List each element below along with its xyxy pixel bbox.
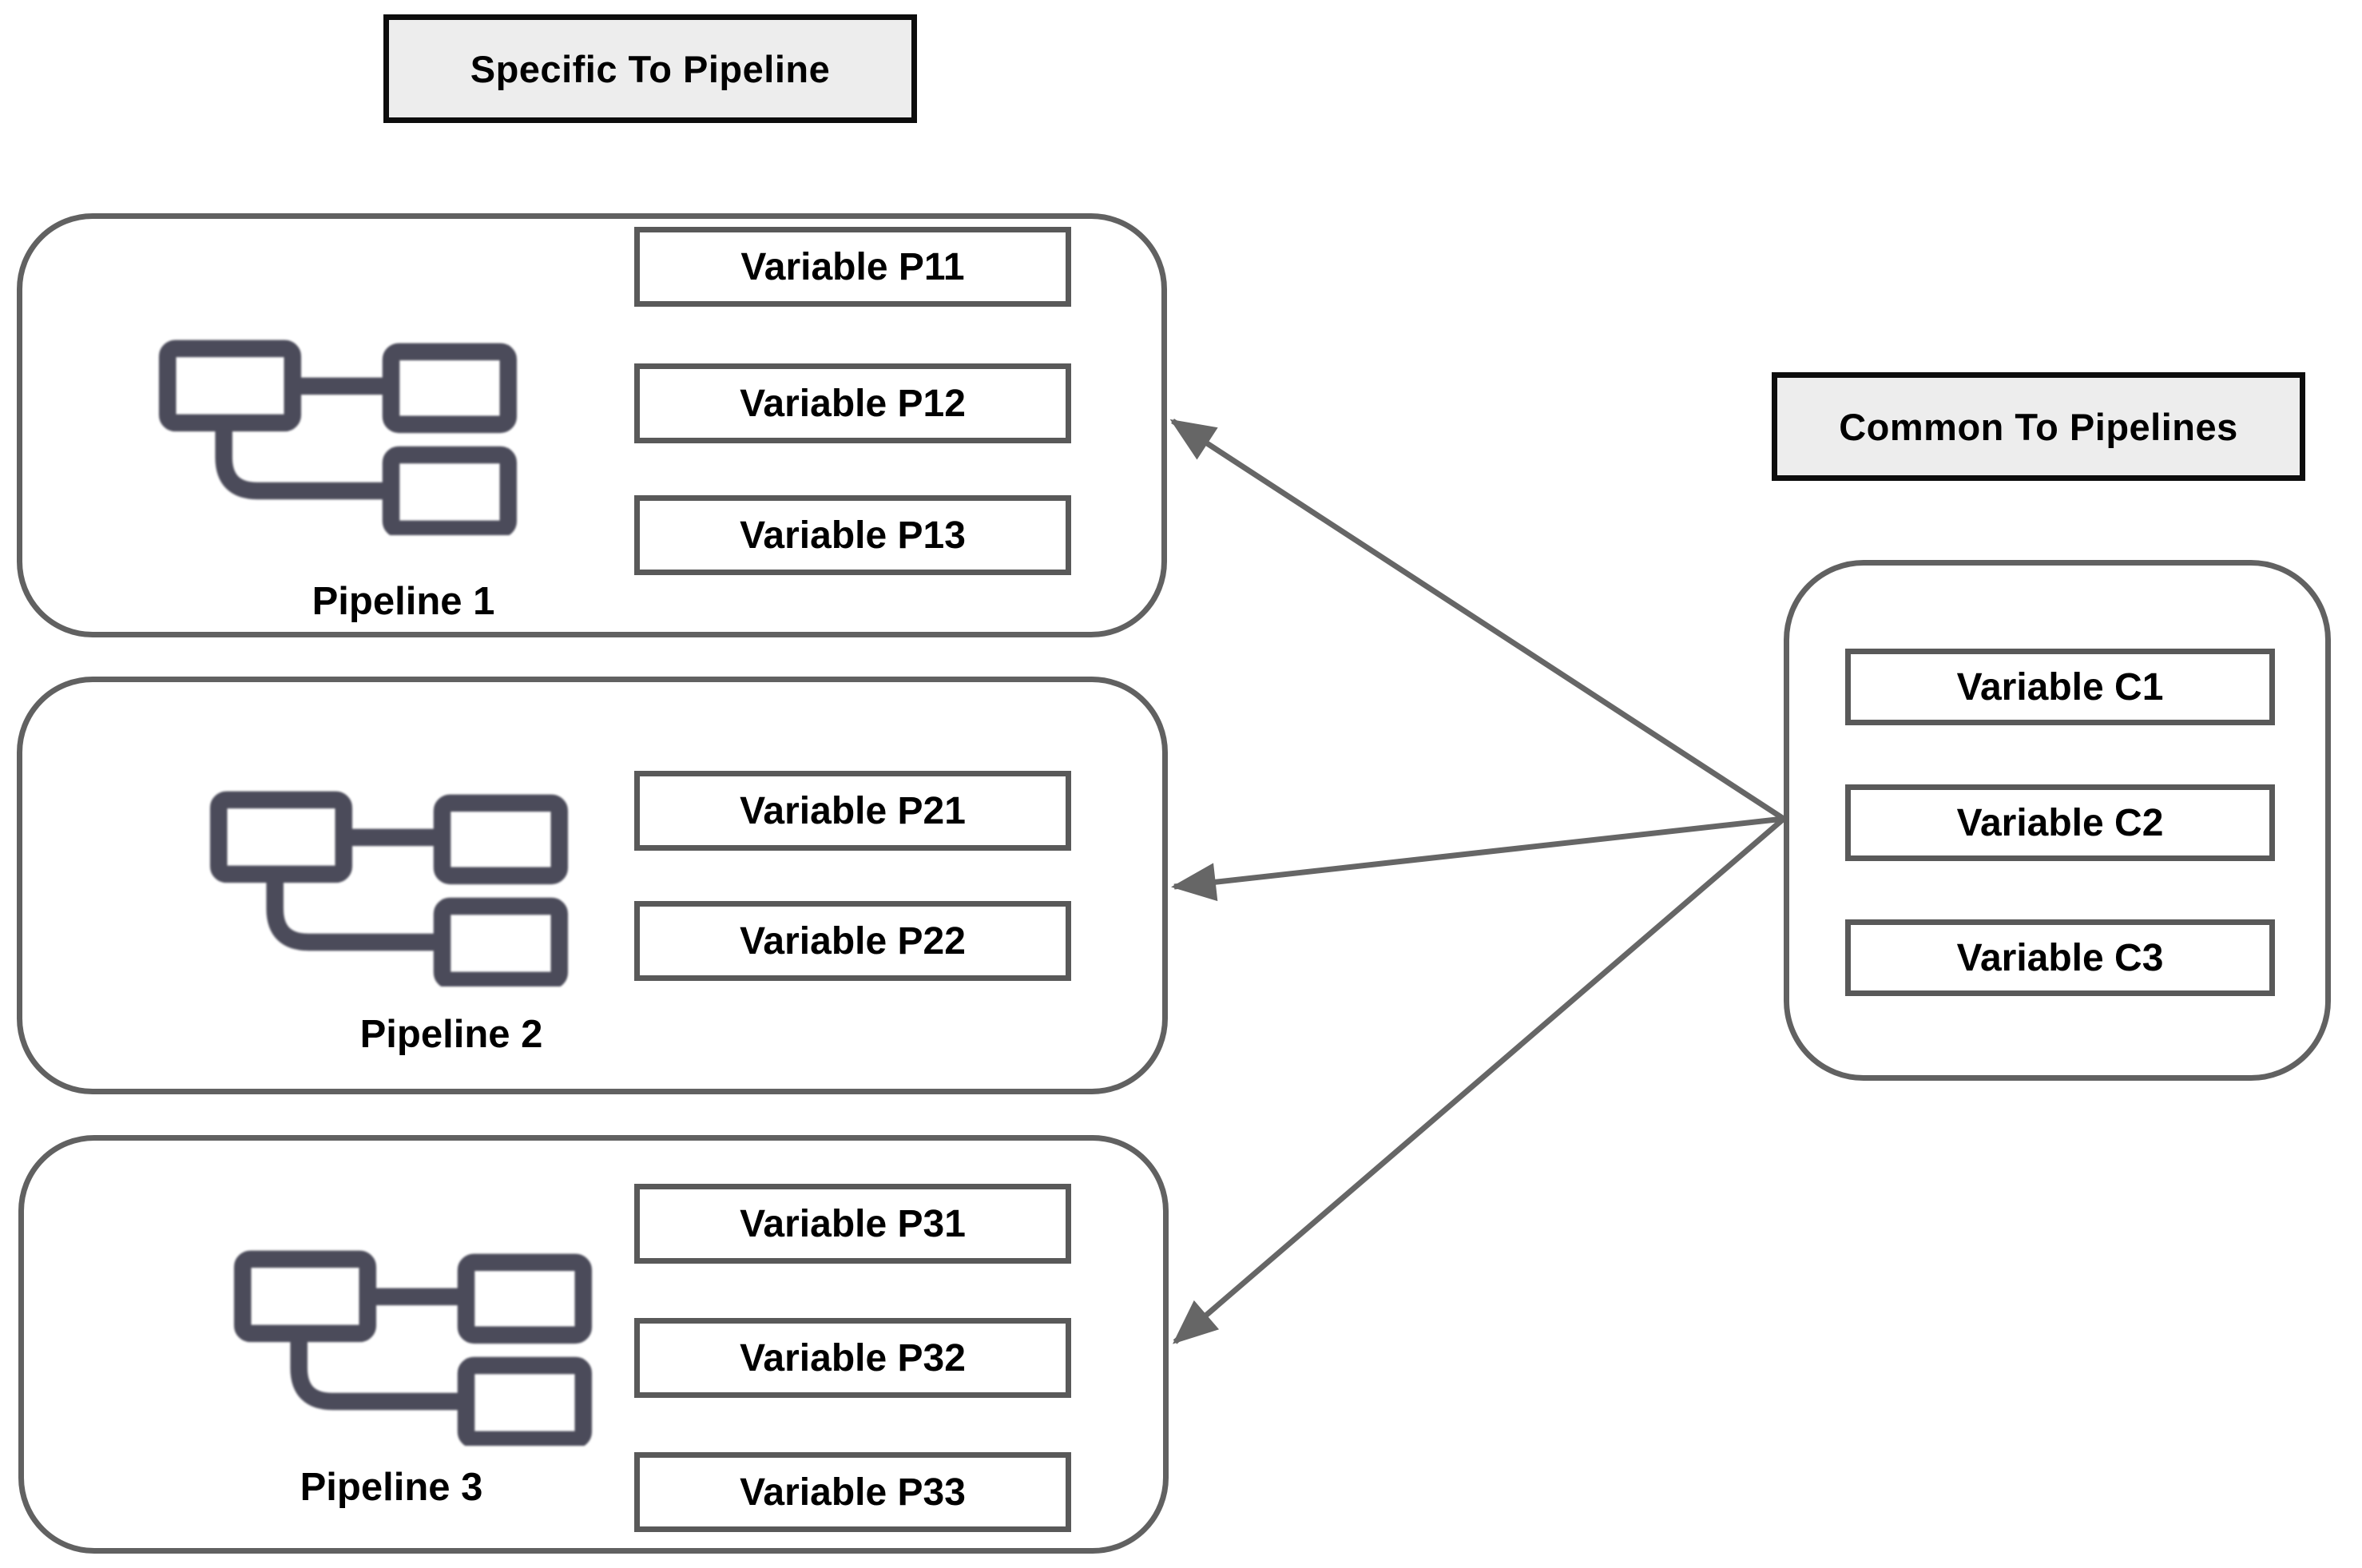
variable-p33-label: Variable P33	[740, 1471, 966, 1514]
variable-p31-label: Variable P31	[740, 1202, 966, 1245]
pipeline-2-label: Pipeline 2	[359, 1013, 543, 1056]
variable-p11-label: Variable P11	[740, 245, 965, 288]
variable-box-p13: Variable P13	[634, 495, 1071, 575]
variable-p32-label: Variable P32	[740, 1336, 966, 1379]
variable-box-p22: Variable P22	[634, 901, 1071, 981]
variable-box-c3: Variable C3	[1845, 919, 2275, 996]
variable-c1-label: Variable C1	[1956, 665, 2164, 709]
pipeline-1-label: Pipeline 1	[312, 580, 495, 623]
specific-to-pipeline-title: Specific To Pipeline	[383, 14, 917, 123]
pipeline-flow-icon	[158, 339, 518, 535]
variable-box-p31: Variable P31	[634, 1184, 1071, 1264]
pipeline-flow-icon	[233, 1250, 593, 1446]
pipeline-2-container	[17, 677, 1168, 1094]
pipeline-flow-icon	[209, 791, 569, 986]
variable-p13-label: Variable P13	[740, 514, 966, 557]
variable-box-p21: Variable P21	[634, 771, 1071, 851]
arrow-common-to-pipeline-2	[1171, 816, 1784, 902]
arrow-common-to-pipeline-1	[1169, 419, 1785, 821]
common-to-pipelines-title-label: Common To Pipelines	[1839, 405, 2238, 448]
variable-p22-label: Variable P22	[740, 919, 966, 963]
variable-p12-label: Variable P12	[740, 382, 966, 425]
arrow-common-to-pipeline-3	[1172, 816, 1786, 1344]
variable-box-p12: Variable P12	[634, 363, 1071, 443]
variable-box-c2: Variable C2	[1845, 784, 2275, 861]
variable-box-c1: Variable C1	[1845, 649, 2275, 725]
variable-c3-label: Variable C3	[1956, 936, 2164, 979]
variable-p21-label: Variable P21	[740, 789, 966, 832]
variable-box-p33: Variable P33	[634, 1452, 1071, 1532]
common-to-pipelines-title: Common To Pipelines	[1772, 372, 2305, 481]
variable-box-p32: Variable P32	[634, 1318, 1071, 1398]
variable-box-p11: Variable P11	[634, 227, 1071, 307]
specific-to-pipeline-title-label: Specific To Pipeline	[470, 47, 831, 90]
variable-c2-label: Variable C2	[1956, 801, 2164, 844]
pipeline-3-label: Pipeline 3	[300, 1466, 483, 1509]
